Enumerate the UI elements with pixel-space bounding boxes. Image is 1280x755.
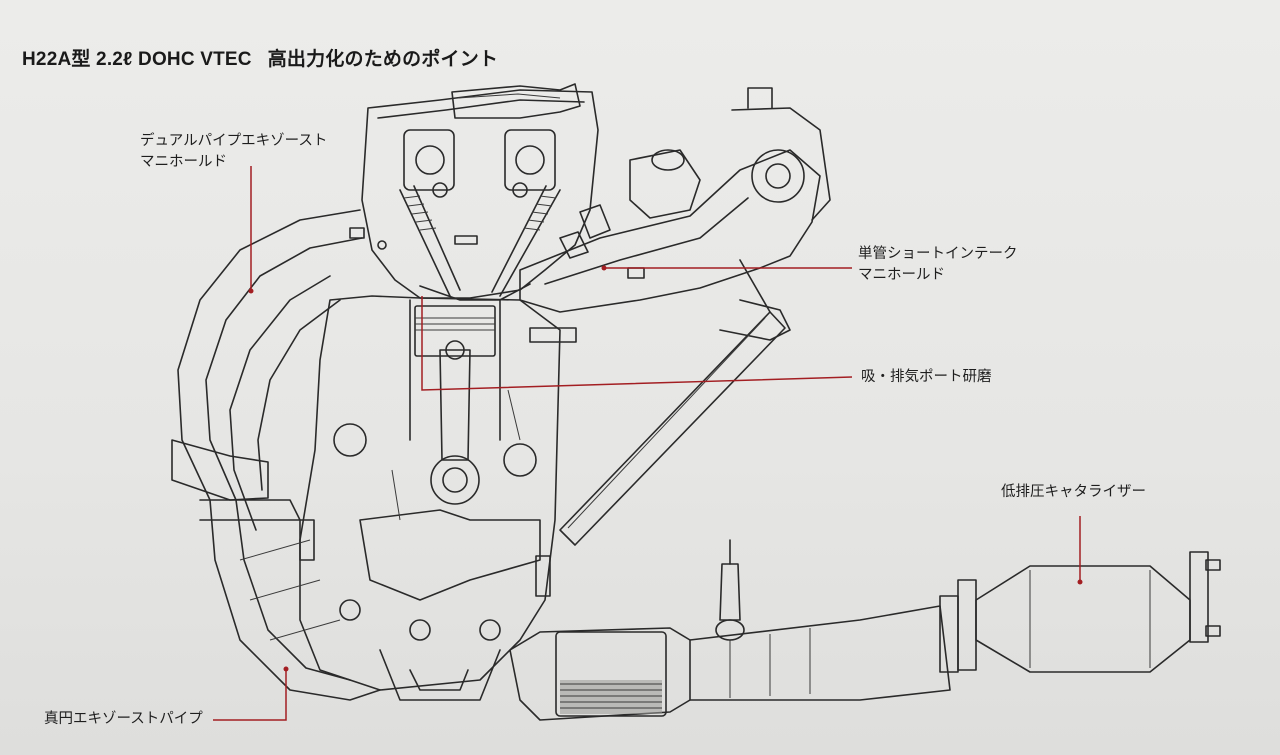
exhaust-system — [509, 539, 1221, 721]
engine-model-title: H22A型 2.2ℓ DOHC VTEC — [22, 49, 252, 70]
callout-leaders — [213, 166, 1083, 721]
cylinder-head — [349, 83, 599, 301]
callout-single-intake-manifold: 単管ショートインテーク マニホールド — [858, 244, 1018, 286]
diagram-title: H22A型 2.2ℓ DOHC VTEC 高出力化のためのポイント — [22, 44, 498, 71]
callout-dual-exhaust-manifold: デュアルパイプエキゾースト マニホールド — [140, 131, 327, 173]
callout-line: マニホールド — [140, 154, 227, 170]
callout-round-exhaust-pipe: 真円エキゾーストパイプ — [44, 709, 203, 730]
callout-line: マニホールド — [858, 267, 945, 283]
callout-line: 低排圧キャタライザー — [1001, 484, 1146, 500]
callout-low-restriction-catalyst: 低排圧キャタライザー — [1001, 482, 1146, 503]
callout-line: 単管ショートインテーク — [858, 246, 1018, 262]
exhaust-manifold — [171, 209, 381, 701]
callout-port-polishing: 吸・排気ポート研磨 — [861, 367, 992, 388]
cylinder-block — [299, 295, 577, 701]
title-subtitle: 高出力化のためのポイント — [267, 49, 499, 70]
callout-line: 真円エキゾーストパイプ — [44, 711, 203, 727]
callout-line: デュアルパイプエキゾースト — [140, 133, 328, 149]
callout-line: 吸・排気ポート研磨 — [861, 369, 992, 385]
intake-manifold — [519, 87, 831, 341]
